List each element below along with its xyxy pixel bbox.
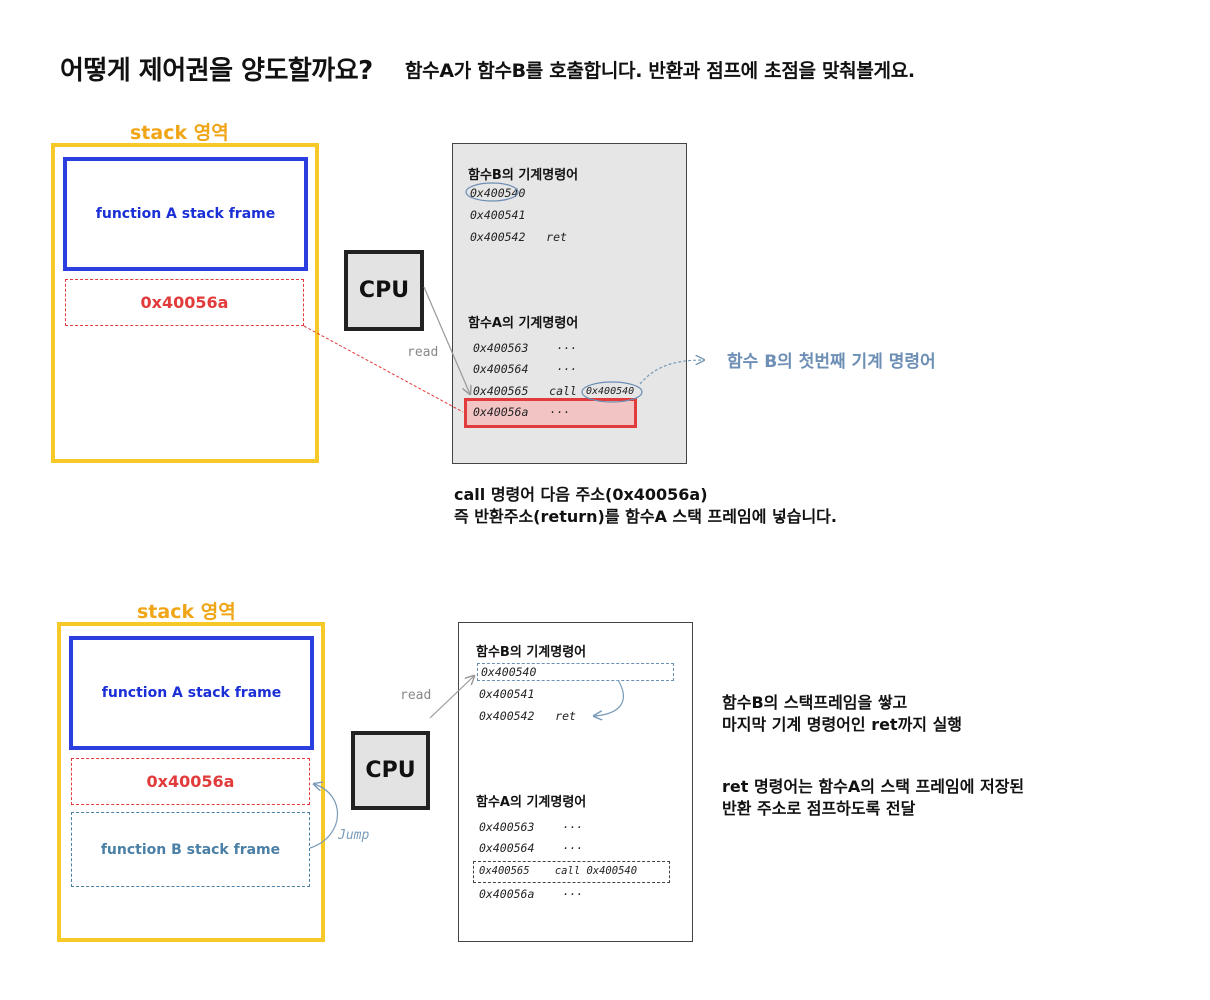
bottom-note-line-4: 반환 주소로 점프하도록 전달 [722,798,916,818]
top-fnA-title: 함수A의 기계명령어 [468,316,579,331]
top-return-address-slot: 0x40056a [65,279,304,326]
bottom-stack-label: stack 영역 [137,601,236,623]
bottom-note-line-2: 마지막 기계 명령어인 ret까지 실행 [722,714,963,734]
top-callout-label: 함수 B의 첫번째 기계 명령어 [727,352,936,372]
top-fnA-line-3: 0x400565 call [473,384,577,398]
top-stack-area [51,143,319,463]
bottom-cpu-box: CPU [351,731,430,810]
top-fnB-line-2: 0x400541 [470,208,526,222]
top-next-instruction-highlight: 0x40056a ··· [464,398,637,428]
bottom-function-b-frame: function B stack frame [71,812,310,887]
bottom-fnB-line-3: 0x400542 ret [479,709,576,723]
bottom-note-line-1: 함수B의 스택프레임을 쌓고 [722,693,908,712]
bottom-fnB-highlight: 0x400540 [477,663,674,681]
bottom-function-a-frame: function A stack frame [69,636,314,750]
top-fnA-line-4: 0x40056a ··· [473,405,570,419]
top-fnB-line-3: 0x400542 ret [470,230,567,244]
top-cpu-box: CPU [344,250,424,331]
bottom-fnA-line-4: 0x40056a ··· [479,887,583,901]
bottom-note-block-2: ret 명령어는 함수A의 스택 프레임에 저장된 반환 주소로 점프하도록 전… [722,776,1024,819]
top-memory-panel: 함수B의 기계명령어 0x400540 0x400541 0x400542 re… [452,143,687,464]
bottom-fnA-title: 함수A의 기계명령어 [476,795,587,810]
bottom-return-address-slot: 0x40056a [71,758,310,805]
top-function-a-frame: function A stack frame [63,157,308,271]
bottom-fnB-line-1: 0x400540 [481,665,537,679]
top-note: call 명령어 다음 주소(0x40056a) 즉 반환주소(return)를… [454,484,837,527]
top-fnA-line-2: 0x400564 ··· [473,362,577,376]
top-stack-label: stack 영역 [130,122,229,144]
page-subtitle: 함수A가 함수B를 호출합니다. 반환과 점프에 초점을 맞춰볼게요. [405,60,915,82]
top-call-target: 0x400540 [586,386,635,397]
bottom-read-label: read [400,688,432,703]
bottom-jump-label: Jump [338,828,370,843]
bottom-note-line-3: ret 명령어는 함수A의 스택 프레임에 저장된 [722,777,1025,796]
bottom-fnB-title: 함수B의 기계명령어 [476,645,587,660]
page-title: 어떻게 제어권을 양도할까요? [60,56,373,86]
bottom-fnA-line-1: 0x400563 ··· [479,820,583,834]
top-fnB-line-1: 0x400540 [470,186,526,200]
top-fnA-line-1: 0x400563 ··· [473,341,577,355]
bottom-memory-panel: 함수B의 기계명령어 0x400540 0x400541 0x400542 re… [458,622,693,942]
bottom-fnA-line-2: 0x400564 ··· [479,841,583,855]
bottom-fnA-line-3: 0x400565 call 0x400540 [479,865,638,877]
bottom-note-block-1: 함수B의 스택프레임을 쌓고 마지막 기계 명령어인 ret까지 실행 [722,692,962,735]
top-read-label: read [407,345,439,360]
top-note-line-2: 즉 반환주소(return)를 함수A 스택 프레임에 넣습니다. [454,506,837,526]
bottom-call-highlight: 0x400565 call 0x400540 [473,861,670,883]
top-return-link [303,325,464,413]
top-note-line-1: call 명령어 다음 주소(0x40056a) [454,485,708,504]
bottom-fnB-line-2: 0x400541 [479,687,535,701]
top-fnB-title: 함수B의 기계명령어 [468,168,579,183]
